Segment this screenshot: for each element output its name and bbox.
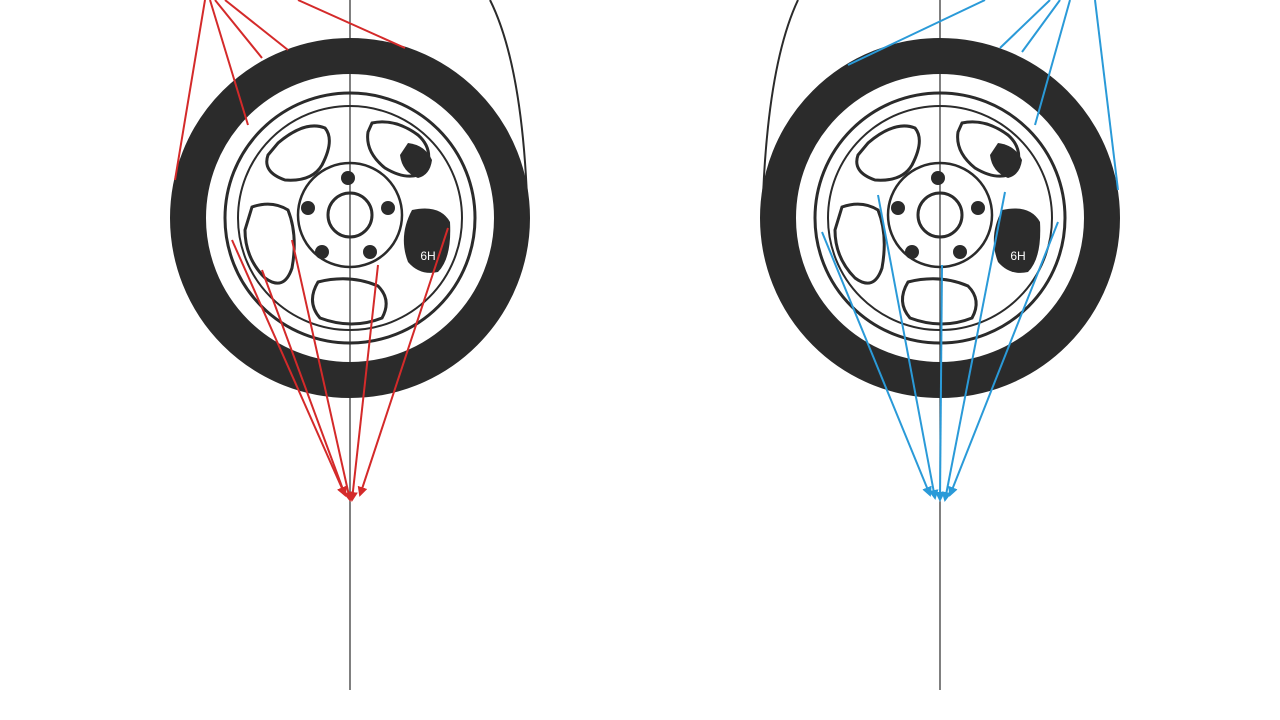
ray-convergent-blue xyxy=(877,194,939,500)
ray-convergent-red xyxy=(231,239,347,497)
lug-nut xyxy=(341,171,355,185)
lug-nut xyxy=(301,201,315,215)
rim-lip xyxy=(223,91,477,345)
spoke-window xyxy=(311,277,388,326)
rim-lip xyxy=(813,91,1067,345)
rim-inner xyxy=(827,105,1053,331)
ray-top-red xyxy=(297,0,406,49)
ray-group-red xyxy=(174,0,449,502)
center-bore xyxy=(916,191,964,239)
ray-top-red xyxy=(224,0,289,51)
rim-inner xyxy=(237,105,463,331)
brake-caliper-lower xyxy=(993,208,1041,273)
brake-caliper-upper xyxy=(400,143,432,178)
lug-nut xyxy=(315,245,329,259)
ray-top-red xyxy=(209,0,249,126)
ray-convergent-blue xyxy=(935,264,946,502)
lug-nut xyxy=(953,245,967,259)
spoke-window xyxy=(855,124,921,182)
ray-convergent-blue xyxy=(821,231,932,497)
spoke-window xyxy=(243,202,296,285)
ray-top-blue xyxy=(1094,0,1119,191)
ray-top-blue xyxy=(999,0,1051,49)
spoke-window xyxy=(265,124,331,182)
hub-ring xyxy=(296,161,404,269)
ray-top-blue xyxy=(847,0,986,66)
caliper-label: 6H xyxy=(1010,249,1025,263)
ray-convergent-blue xyxy=(941,191,1006,502)
lug-nut xyxy=(381,201,395,215)
center-bore xyxy=(326,191,374,239)
ray-group-blue xyxy=(821,0,1119,502)
tire xyxy=(760,38,1120,398)
wheel-panel-left: 6H xyxy=(170,0,530,690)
lug-nut xyxy=(363,245,377,259)
lug-nut xyxy=(971,201,985,215)
wheel-panel-right: 6H xyxy=(760,0,1120,690)
lug-nut xyxy=(891,201,905,215)
hub-ring xyxy=(886,161,994,269)
lug-nut xyxy=(905,245,919,259)
ray-convergent-red xyxy=(347,264,379,502)
ray-top-blue xyxy=(1021,0,1061,53)
lug-nut xyxy=(931,171,945,185)
ray-top-blue xyxy=(1034,0,1071,126)
ray-convergent-red xyxy=(357,227,449,497)
brake-caliper-upper xyxy=(990,143,1022,178)
spoke-window xyxy=(901,277,978,326)
ray-convergent-blue xyxy=(948,221,1059,497)
tire xyxy=(170,38,530,398)
caliper-label: 6H xyxy=(420,249,435,263)
ray-convergent-red xyxy=(261,269,347,497)
ray-convergent-red xyxy=(291,239,354,502)
ray-top-red xyxy=(214,0,263,59)
spoke-window xyxy=(833,202,886,285)
ray-top-red xyxy=(174,0,206,181)
